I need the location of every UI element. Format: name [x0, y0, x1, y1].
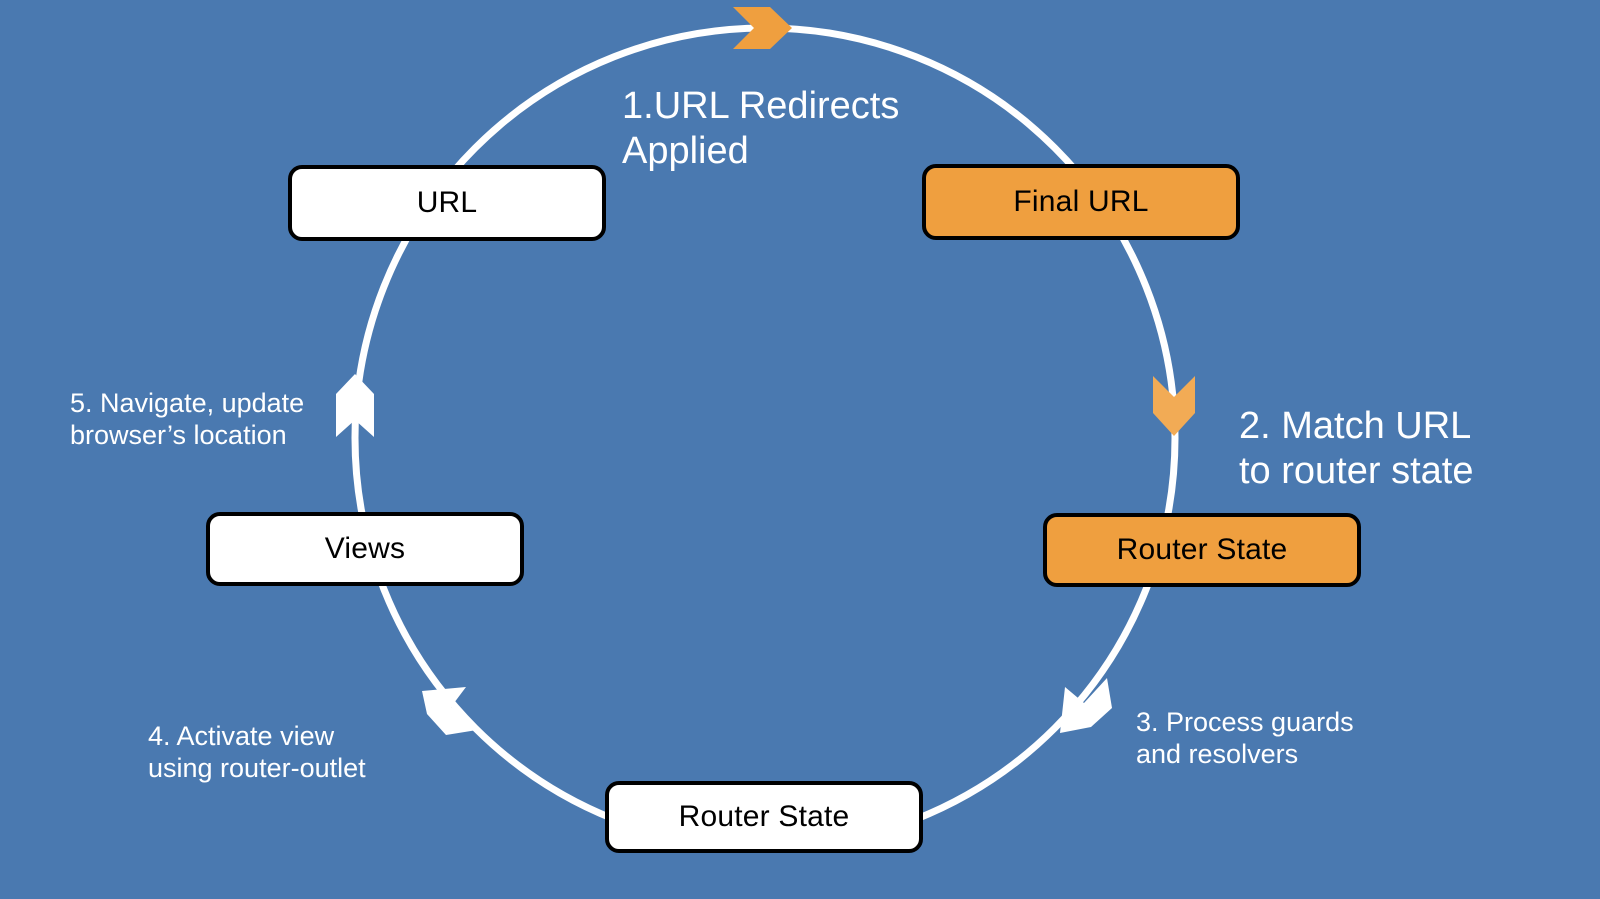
step-label-3: 3. Process guards and resolvers: [1136, 707, 1354, 769]
node-final-url[interactable]: Final URL: [922, 164, 1240, 240]
chevron-down-orange-icon: [1153, 376, 1195, 436]
chevron-right-orange-icon: [733, 7, 792, 49]
node-router-state-bottom[interactable]: Router State: [605, 781, 923, 853]
node-views[interactable]: Views: [206, 512, 524, 586]
node-url[interactable]: URL: [288, 165, 606, 241]
step-label-5: 5. Navigate, update browser’s location: [70, 388, 305, 450]
node-router-state-bottom-label: Router State: [678, 800, 850, 833]
arrowhead-up-left-white-icon: [422, 687, 477, 735]
node-final-url-label: Final URL: [1013, 185, 1149, 218]
arrowhead-up-white-icon: [336, 374, 374, 437]
step-label-1: 1.URL Redirects Applied: [622, 85, 900, 172]
node-url-label: URL: [416, 186, 478, 219]
node-router-state-right-label: Router State: [1116, 533, 1288, 566]
step-label-4: 4. Activate view using router-outlet: [148, 721, 366, 783]
arrowhead-down-left-white-icon: [1060, 678, 1112, 733]
step-label-2: 2. Match URL to router state: [1239, 405, 1474, 492]
node-views-label: Views: [324, 532, 406, 565]
node-router-state-right[interactable]: Router State: [1043, 513, 1361, 587]
